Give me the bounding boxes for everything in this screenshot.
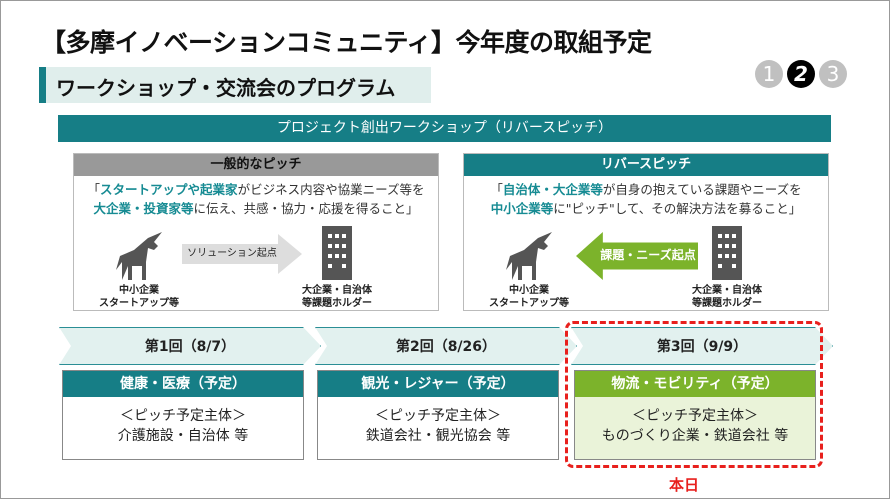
section-header: ワークショップ・交流会のプログラム — [39, 67, 431, 103]
unicorn-icon — [116, 232, 162, 280]
round-1-card: 健康・医療（予定） ＜ピッチ予定主体＞ 介護施設・自治体 等 — [62, 370, 304, 460]
sme-label: 中小企業スタートアップ等 — [99, 285, 179, 309]
unicorn-icon — [506, 232, 552, 280]
page-3-button[interactable]: 3 — [819, 60, 847, 88]
round-1-sub: ＜ピッチ予定主体＞ — [120, 408, 246, 424]
round-1-theme: 健康・医療（予定） — [63, 371, 303, 397]
round-2-chevron: 第2回（8/26） — [315, 327, 577, 365]
general-pitch-header: 一般的なピッチ — [74, 154, 438, 176]
holder-label: 大企業・自治体等課題ホルダー — [692, 285, 762, 309]
round-2-sub: ＜ピッチ予定主体＞ — [375, 408, 501, 424]
round-3-card: 物流・モビリティ（予定） ＜ピッチ予定主体＞ ものづくり企業・鉄道会社 等 — [574, 370, 816, 460]
page-title: 【多摩イノベーションコミュニティ】今年度の取組予定 — [41, 28, 652, 57]
sme-label: 中小企業スタートアップ等 — [489, 285, 569, 309]
page-1-button[interactable]: 1 — [755, 60, 783, 88]
workshop-banner: プロジェクト創出ワークショップ（リバースピッチ） — [58, 115, 831, 142]
holder-label: 大企業・自治体等課題ホルダー — [302, 285, 372, 309]
reverse-pitch-header: リバースピッチ — [464, 154, 828, 176]
round-3-theme: 物流・モビリティ（予定） — [575, 371, 815, 397]
needs-arrow-label: 課題・ニーズ起点 — [600, 248, 696, 262]
reverse-pitch-desc: 「自治体・大企業等が自身の抱えている課題やニーズを中小企業等に"ピッチ"して、そ… — [490, 182, 802, 216]
page-2-button[interactable]: 2 — [787, 60, 815, 88]
round-1-chevron: 第1回（8/7） — [59, 327, 321, 365]
solution-arrow-label: ソリューション起点 — [187, 248, 277, 259]
today-label: 本日 — [669, 476, 700, 494]
round-3-chevron: 第3回（9/9） — [571, 327, 833, 365]
round-3-sub: ＜ピッチ予定主体＞ — [632, 408, 758, 424]
general-pitch-desc: 「スタートアップや起業家がビジネス内容や協業ニーズ等を大企業・投資家等に伝え、共… — [87, 182, 425, 216]
building-icon — [322, 226, 352, 280]
general-pitch-box: 一般的なピッチ 「スタートアップや起業家がビジネス内容や協業ニーズ等を大企業・投… — [73, 153, 439, 311]
round-1-presenters: 介護施設・自治体 等 — [117, 428, 249, 444]
round-2-theme: 観光・レジャー（予定） — [318, 371, 558, 397]
round-2-card: 観光・レジャー（予定） ＜ピッチ予定主体＞ 鉄道会社・観光協会 等 — [317, 370, 559, 460]
today-highlight — [565, 321, 823, 468]
building-icon — [712, 226, 742, 280]
round-3-presenters: ものづくり企業・鉄道会社 等 — [601, 428, 789, 444]
reverse-pitch-box: リバースピッチ 「自治体・大企業等が自身の抱えている課題やニーズを中小企業等に"… — [463, 153, 829, 311]
round-2-presenters: 鉄道会社・観光協会 等 — [365, 428, 511, 444]
